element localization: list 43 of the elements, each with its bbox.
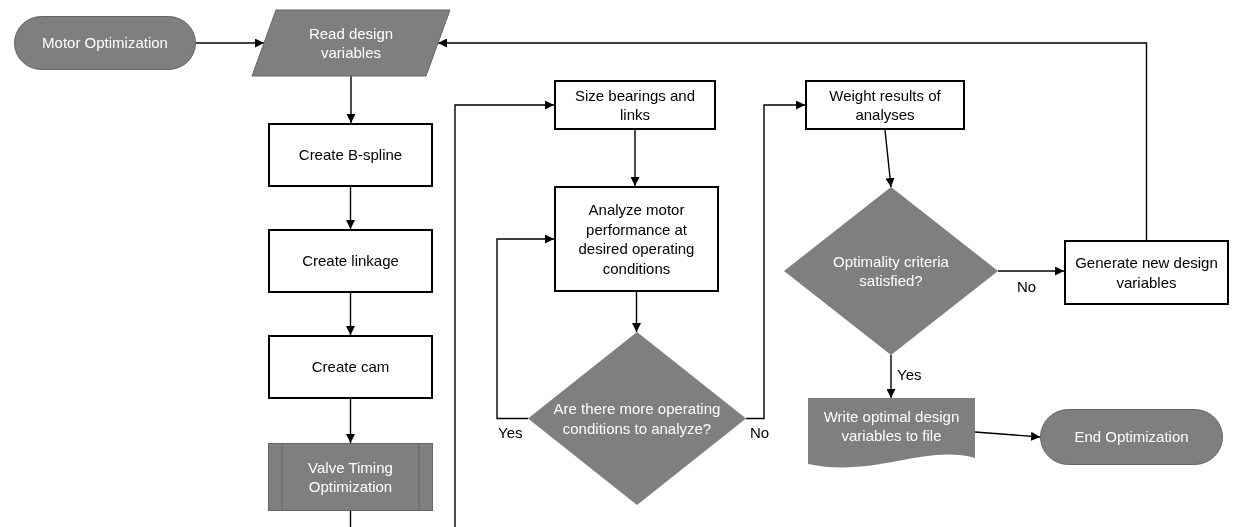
node-label: Motor Optimization	[42, 33, 168, 53]
process-box	[554, 186, 719, 292]
arrow	[997, 266, 1065, 276]
arrow	[632, 291, 641, 333]
document-shape	[808, 398, 975, 466]
decision-diamond	[528, 332, 746, 505]
node-label: End Optimization	[1074, 427, 1189, 447]
node-label: Read design variables	[307, 23, 395, 63]
node-label: Create B-spline	[298, 145, 403, 165]
arrow	[974, 431, 1041, 441]
arrow	[195, 38, 265, 48]
arrow	[454, 100, 555, 527]
node-label: Weight results of analyses	[828, 85, 942, 125]
decision-diamond	[784, 187, 998, 355]
arrow	[346, 186, 355, 230]
arrow	[346, 398, 355, 444]
terminal-shape	[1040, 409, 1223, 465]
node-label: Analyze motor performance at desired operating conditions	[577, 200, 696, 278]
arrow	[496, 234, 555, 420]
arrow	[437, 38, 1148, 241]
node-label: Generate new design variables	[1074, 253, 1219, 292]
node-label: Create linkage	[302, 251, 399, 271]
process-box	[805, 80, 965, 130]
process-box	[268, 335, 433, 399]
arrow	[745, 100, 806, 420]
process-box	[268, 229, 433, 293]
arrow	[630, 129, 640, 187]
arrow	[346, 292, 355, 336]
node-label: Size bearings and links	[573, 85, 697, 125]
node-label: Optimality criteria satisfied?	[832, 251, 950, 291]
node-label: Create cam	[311, 357, 390, 377]
terminal-shape	[14, 16, 196, 70]
predefined-process-box	[268, 443, 433, 511]
input-output-parallelogram	[252, 10, 450, 76]
node-label: Valve Timing Optimization	[307, 457, 394, 497]
process-box	[1064, 240, 1229, 305]
arrow	[886, 354, 896, 399]
process-box	[554, 80, 716, 130]
node-label: Write optimal design variables to file	[822, 406, 961, 446]
node-label: Are there more operating conditions to analyze?	[552, 399, 722, 438]
process-box	[268, 123, 433, 187]
arrow	[346, 75, 356, 124]
arrow	[884, 129, 895, 188]
